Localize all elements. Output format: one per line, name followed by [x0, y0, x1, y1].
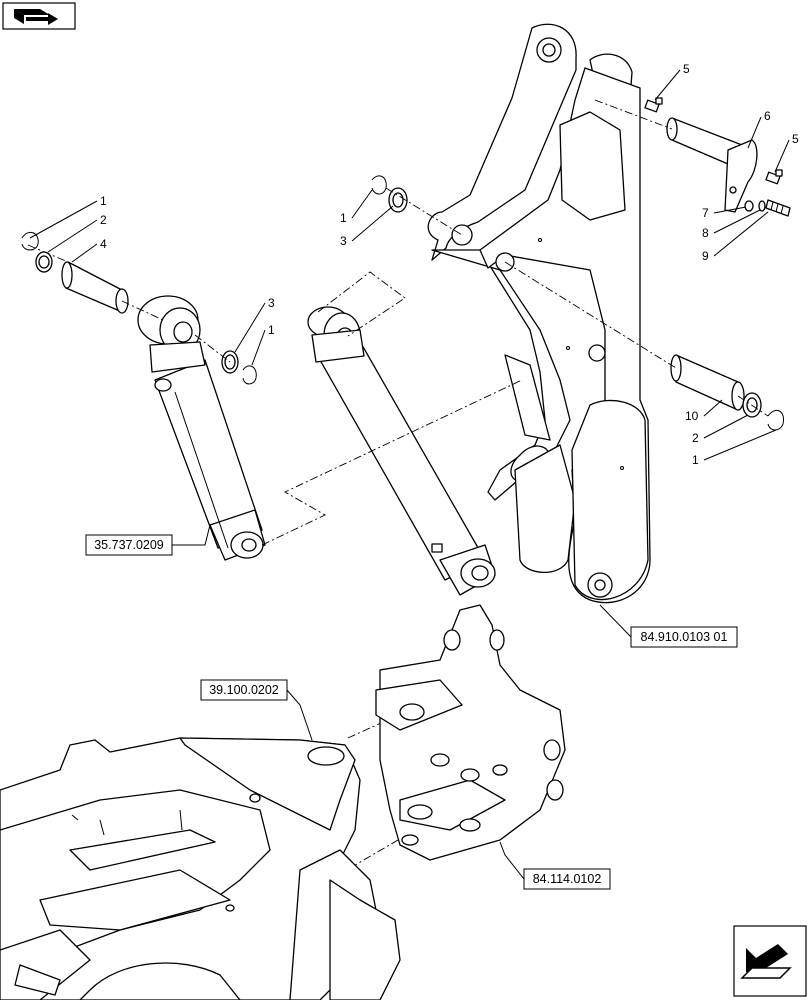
callout-3: 3: [340, 234, 347, 248]
reference-label: 35.737.0209: [94, 538, 164, 552]
washer-2a: [35, 251, 53, 273]
book-arrow-icon[interactable]: [2, 2, 76, 30]
washer-3a: [388, 187, 408, 213]
next-page-arrow-icon[interactable]: [733, 925, 807, 997]
washer-7: [744, 200, 754, 212]
lift-arm-right: [479, 53, 651, 604]
reference-35-737-0209[interactable]: 35.737.0209: [85, 534, 173, 556]
snap-ring-1a: [21, 231, 39, 251]
callout-1: 1: [340, 211, 347, 225]
pin-10: [670, 354, 745, 411]
callout-1: 1: [692, 453, 699, 467]
snap-ring-1b: [371, 175, 387, 195]
reference-label: 39.100.0202: [209, 683, 279, 697]
boom-mount-bracket: [375, 604, 566, 861]
callout-9: 9: [702, 249, 709, 263]
reference-84-910-0103-01[interactable]: 84.910.0103 01: [630, 626, 738, 648]
callout-8: 8: [702, 226, 709, 240]
bolt-8: [758, 200, 766, 212]
leader-lines: [29, 69, 790, 880]
reference-label: 84.910.0103 01: [641, 630, 728, 644]
callout-2: 2: [100, 213, 107, 227]
assembly-lines: [27, 99, 769, 869]
callout-2: 2: [692, 431, 699, 445]
callout-1: 1: [100, 194, 107, 208]
callout-7: 7: [702, 206, 709, 220]
lift-cylinder-left: [137, 295, 266, 561]
snap-ring-1d: [767, 409, 785, 431]
callout-3: 3: [268, 296, 275, 310]
grease-fitting-5b: [765, 169, 783, 185]
reference-39-100-0202[interactable]: 39.100.0202: [200, 679, 288, 701]
callout-10: 10: [685, 409, 699, 423]
grease-fitting-5a: [644, 97, 663, 113]
callout-5: 5: [792, 132, 799, 146]
pin-4: [61, 261, 129, 314]
lift-cylinder-center: [307, 306, 496, 596]
callout-labels: 1 2 4 3 1 1 3 5 6 5 7 8 9 10 2 1: [100, 62, 799, 467]
chassis-frame: [0, 737, 401, 1000]
pin-6: [666, 117, 758, 213]
bolt-9: [765, 199, 791, 217]
reference-label: 84.114.0102: [533, 872, 602, 886]
callout-4: 4: [100, 237, 107, 251]
snap-ring-1c: [242, 365, 257, 385]
reference-84-114-0102[interactable]: 84.114.0102: [523, 868, 611, 890]
lift-arm-left: [427, 23, 577, 573]
callout-1: 1: [268, 323, 275, 337]
callout-6: 6: [764, 109, 771, 123]
callout-5: 5: [683, 62, 690, 76]
